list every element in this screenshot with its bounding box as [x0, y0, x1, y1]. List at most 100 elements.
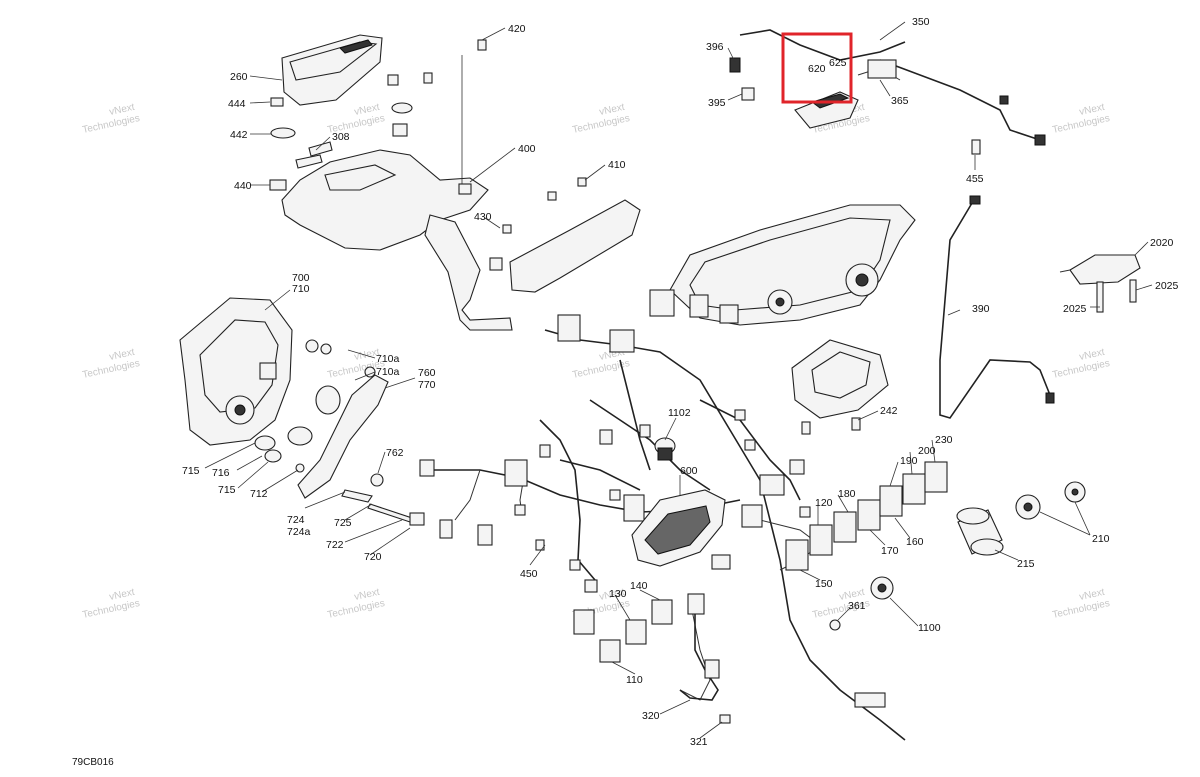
- part-labels: 420 260 444 442 308 440 400 410 430 396 …: [72, 16, 1179, 768]
- watermark-line1: vNext: [1078, 587, 1106, 603]
- label-722[interactable]: 722: [326, 539, 344, 551]
- watermark-line1: vNext: [598, 587, 626, 603]
- label-350[interactable]: 350: [912, 16, 930, 28]
- label-442[interactable]: 442: [230, 129, 248, 141]
- watermark-line1: vNext: [108, 347, 136, 363]
- label-320[interactable]: 320: [642, 710, 660, 722]
- label-1102[interactable]: 1102: [668, 407, 691, 419]
- harness-connectors: [419, 314, 811, 593]
- label-260[interactable]: 260: [230, 71, 248, 83]
- bolt-455: [971, 139, 981, 155]
- label-140[interactable]: 140: [630, 580, 648, 592]
- label-130[interactable]: 130: [609, 588, 627, 600]
- label-725[interactable]: 725: [334, 517, 352, 529]
- switch-row: [785, 461, 948, 571]
- label-390[interactable]: 390: [972, 303, 990, 315]
- label-620[interactable]: 620: [808, 63, 826, 75]
- label-450[interactable]: 450: [520, 568, 538, 580]
- label-400[interactable]: 400: [518, 143, 536, 155]
- label-760[interactable]: 760: [418, 367, 436, 379]
- label-365[interactable]: 365: [891, 95, 909, 107]
- label-712[interactable]: 712: [250, 488, 268, 500]
- diagram-code: 79CB016: [72, 757, 114, 768]
- label-700[interactable]: 700: [292, 272, 310, 284]
- label-710a-1[interactable]: 710a: [376, 353, 400, 365]
- label-715-2[interactable]: 715: [218, 484, 236, 496]
- label-716[interactable]: 716: [212, 467, 230, 479]
- label-455[interactable]: 455: [966, 173, 984, 185]
- watermark: vNext Technologies: [326, 587, 385, 621]
- label-395[interactable]: 395: [708, 97, 726, 109]
- connector-bottom-right: [854, 692, 886, 708]
- cylinder-215: [956, 507, 1004, 556]
- label-625[interactable]: 625: [829, 57, 847, 69]
- label-110[interactable]: 110: [626, 674, 643, 686]
- label-444[interactable]: 444: [228, 98, 246, 110]
- label-420[interactable]: 420: [508, 23, 526, 35]
- label-440[interactable]: 440: [234, 180, 252, 192]
- label-762[interactable]: 762: [386, 447, 404, 459]
- label-361[interactable]: 361: [848, 600, 866, 612]
- label-600[interactable]: 600: [680, 465, 698, 477]
- label-308[interactable]: 308: [332, 131, 350, 143]
- label-160[interactable]: 160: [906, 536, 924, 548]
- switch-1100: [829, 576, 894, 631]
- harness-350: [729, 29, 1046, 146]
- switch-group-110: [573, 599, 673, 663]
- label-170[interactable]: 170: [881, 545, 899, 557]
- label-230[interactable]: 230: [935, 434, 953, 446]
- switch-1102: [654, 437, 676, 461]
- label-215[interactable]: 215: [1017, 558, 1035, 570]
- watermark: vNext Technologies: [571, 102, 630, 136]
- label-430[interactable]: 430: [474, 211, 492, 223]
- watermark-line1: vNext: [353, 347, 381, 363]
- label-724a[interactable]: 724a: [287, 526, 311, 538]
- label-710[interactable]: 710: [292, 283, 310, 295]
- dash-frame: [649, 204, 916, 326]
- watermark: vNext Technologies: [1051, 102, 1110, 136]
- fasteners-housing: [254, 339, 376, 473]
- watermark: vNext Technologies: [81, 347, 140, 381]
- bracket-400: [281, 55, 513, 331]
- label-2025-1[interactable]: 2025: [1155, 280, 1179, 292]
- label-2025-2[interactable]: 2025: [1063, 303, 1087, 315]
- label-396[interactable]: 396: [706, 41, 724, 53]
- watermark-line1: vNext: [353, 102, 381, 118]
- sensor-210: [1015, 481, 1086, 520]
- label-120[interactable]: 120: [815, 497, 833, 509]
- label-410[interactable]: 410: [608, 159, 626, 171]
- label-715-1[interactable]: 715: [182, 465, 200, 477]
- label-190[interactable]: 190: [900, 455, 918, 467]
- watermark-line1: vNext: [598, 102, 626, 118]
- watermark-line1: vNext: [1078, 102, 1106, 118]
- label-150[interactable]: 150: [815, 578, 833, 590]
- cable-390: [939, 195, 1055, 419]
- label-724[interactable]: 724: [287, 514, 305, 526]
- display-600: [631, 489, 726, 567]
- label-720[interactable]: 720: [364, 551, 382, 563]
- label-321[interactable]: 321: [690, 736, 708, 748]
- bracket-760: [297, 374, 389, 499]
- label-242[interactable]: 242: [880, 405, 898, 417]
- watermark-line1: vNext: [108, 587, 136, 603]
- leader-lines: [204, 21, 1153, 739]
- watermark: vNext Technologies: [81, 102, 140, 136]
- housing-700: [179, 297, 293, 446]
- label-770[interactable]: 770: [418, 379, 436, 391]
- label-1100[interactable]: 1100: [918, 622, 941, 634]
- label-210[interactable]: 210: [1092, 533, 1110, 545]
- label-710a-2[interactable]: 710a: [376, 366, 400, 378]
- label-200[interactable]: 200: [918, 445, 936, 457]
- bolt-hardware-720: [341, 473, 425, 526]
- module-242: [791, 339, 889, 435]
- label-2020[interactable]: 2020: [1150, 237, 1174, 249]
- label-180[interactable]: 180: [838, 488, 856, 500]
- cover-260: [281, 34, 383, 106]
- watermark: vNext Technologies: [1051, 347, 1110, 381]
- fasteners-top-left: [269, 39, 512, 271]
- harness-320: [679, 593, 731, 724]
- watermark-line1: vNext: [108, 102, 136, 118]
- bracket-410: [509, 177, 641, 293]
